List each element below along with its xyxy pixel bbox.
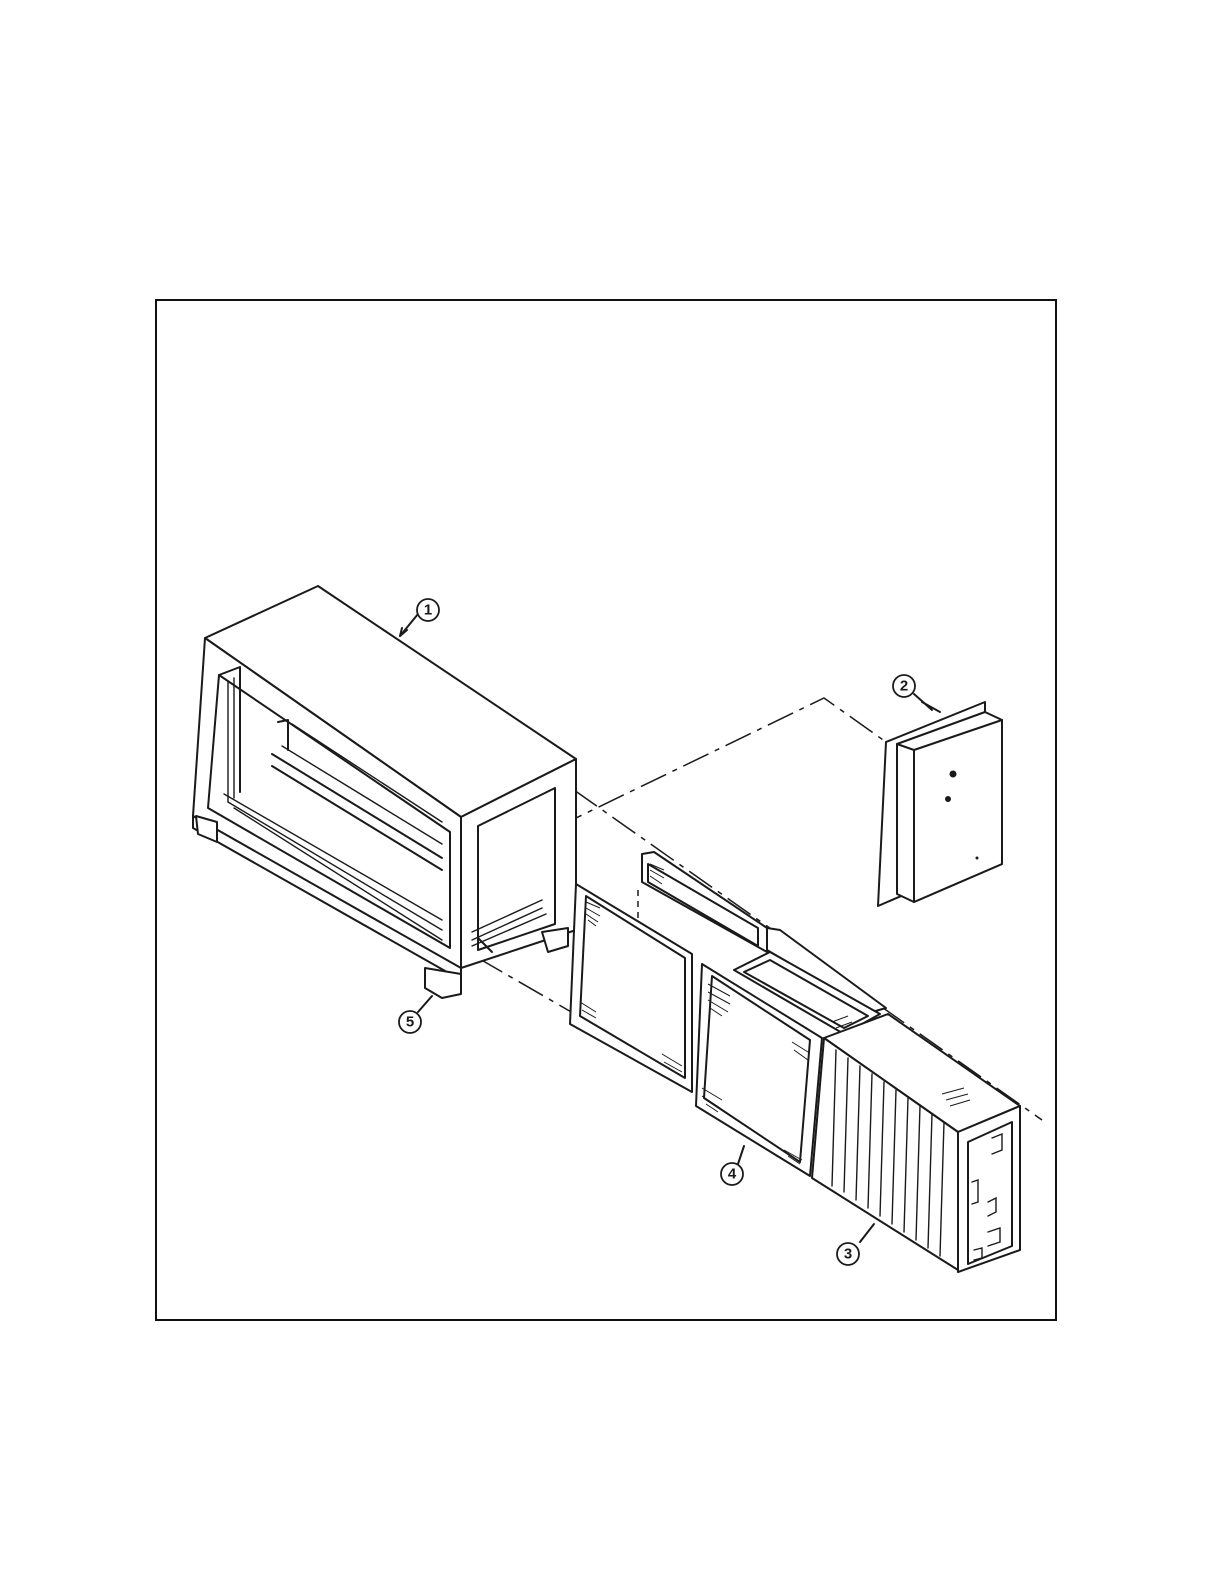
callout-4-label: 4: [728, 1166, 737, 1183]
callout-3-label: 3: [844, 1246, 852, 1263]
callout-5: 5: [399, 996, 432, 1033]
side-access-panel: [878, 702, 1002, 906]
callout-3: 3: [837, 1243, 859, 1265]
callout-2: 2: [893, 675, 932, 710]
callout-1-label: 1: [424, 602, 432, 619]
callout-2-label: 2: [900, 678, 908, 695]
housing-frame: [193, 586, 576, 998]
exploded-assembly-diagram: 1 2 3 4 5: [157, 301, 1055, 1319]
callout-1: 1: [417, 599, 439, 621]
callout-4: 4: [721, 1163, 743, 1185]
callout-5-label: 5: [406, 1014, 414, 1031]
diagram-frame: 1 2 3 4 5: [155, 299, 1057, 1321]
